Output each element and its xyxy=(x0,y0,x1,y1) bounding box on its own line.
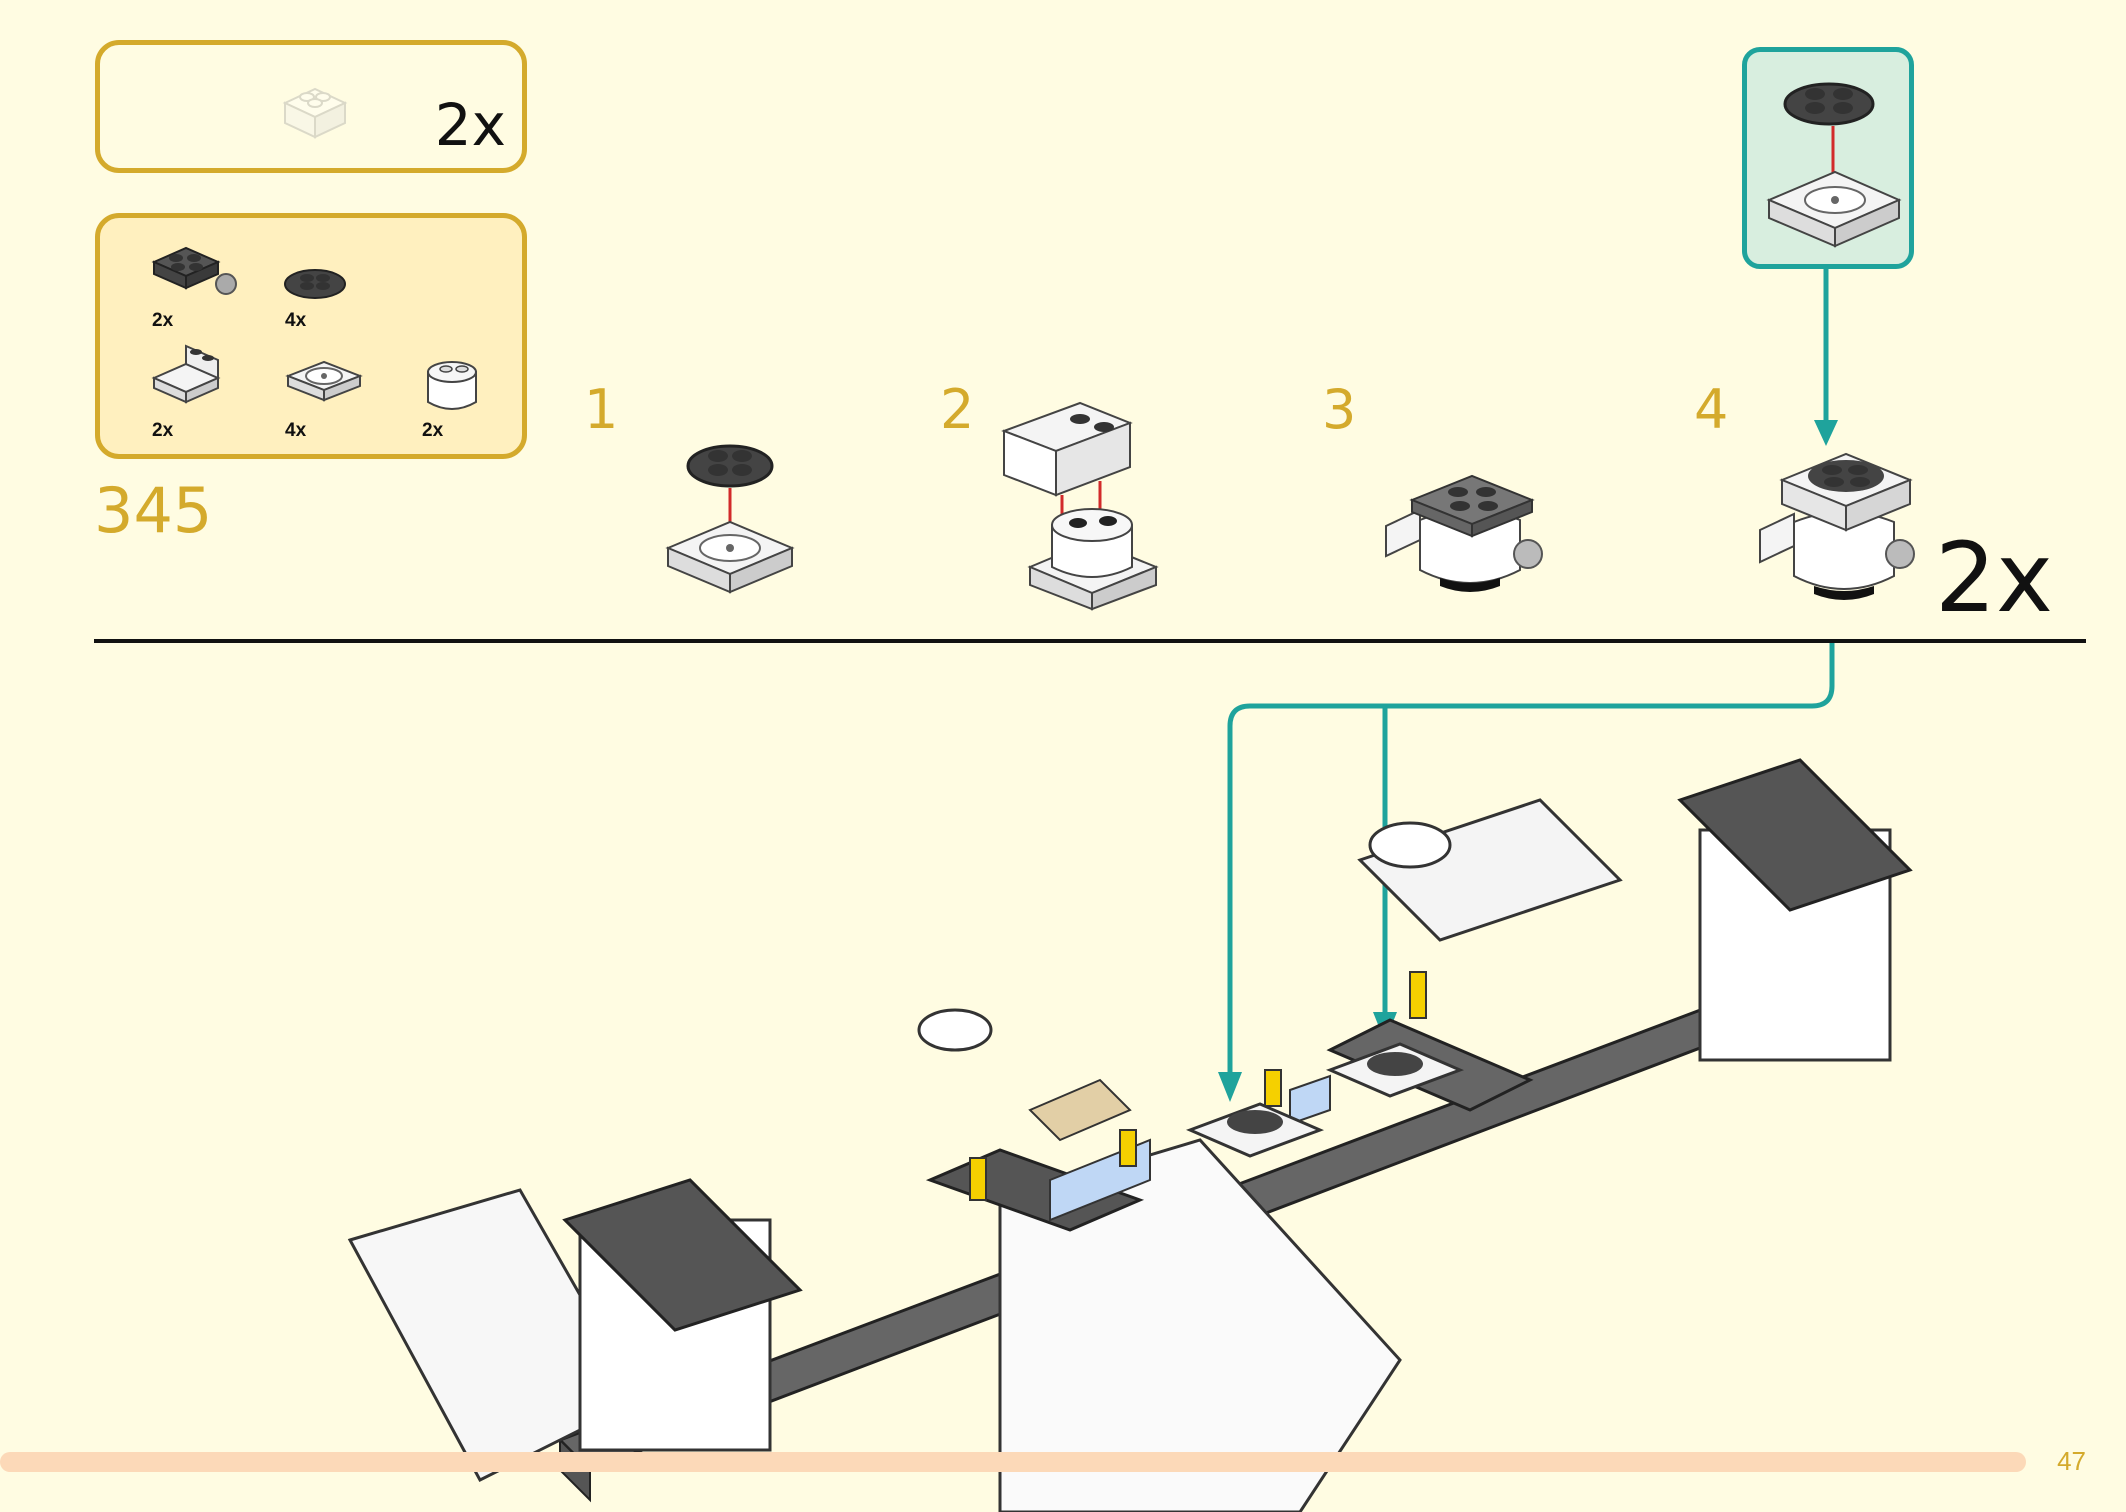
part-qty: 2x xyxy=(152,310,174,331)
sub-step-2-illustration xyxy=(1001,401,1159,611)
sub-step-number-2: 2 xyxy=(940,378,975,441)
sub-step-3-illustration xyxy=(1385,474,1543,592)
build-quantity: 2x xyxy=(1935,522,2053,634)
part-qty: 4x xyxy=(285,420,307,441)
footer-progress-bar xyxy=(0,1452,2026,1472)
part-qty: 2x xyxy=(152,420,174,441)
subassembly-ghost-icon xyxy=(282,87,348,139)
round-plate-2x2-icon xyxy=(284,269,346,299)
sub-step-4-illustration xyxy=(1759,452,1915,600)
sub-step-number-1: 1 xyxy=(584,378,619,441)
callout-illustration xyxy=(1766,82,1902,248)
sub-step-1-illustration xyxy=(665,444,795,594)
plate-2x2-with-ball-icon xyxy=(151,246,237,295)
step-number: 345 xyxy=(94,474,213,547)
subassembly-box: 2x xyxy=(95,40,527,173)
parts-list-box: 2x 4x 2x 4x 2x xyxy=(95,213,527,459)
callout-arrow xyxy=(1814,268,1838,446)
sub-step-number-3: 3 xyxy=(1322,378,1357,441)
subassembly-quantity: 2x xyxy=(434,91,506,159)
sub-step-number-4: 4 xyxy=(1694,378,1729,441)
part-qty: 4x xyxy=(285,310,307,331)
callout-box xyxy=(1742,47,1914,269)
turntable-base-icon xyxy=(285,360,363,402)
page-number: 47 xyxy=(2057,1446,2086,1476)
step-divider xyxy=(94,639,2086,643)
part-qty: 2x xyxy=(422,420,444,441)
round-brick-icon xyxy=(427,361,477,410)
slope-brick-icon xyxy=(151,344,221,404)
